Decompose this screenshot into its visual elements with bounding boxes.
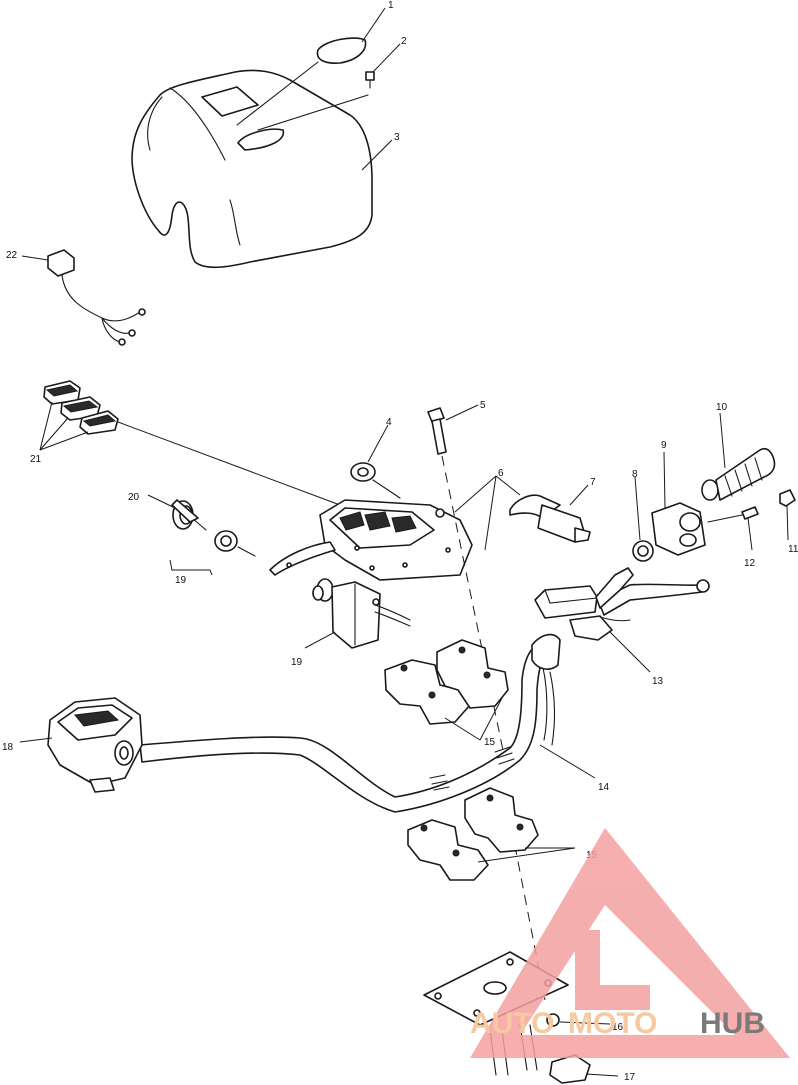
leader-lines xyxy=(19,7,789,1077)
watermark-auto: AUTO xyxy=(470,1007,554,1040)
watermark-moto: MOTO xyxy=(568,1007,657,1040)
set-screw xyxy=(741,506,759,520)
callout-20: 20 xyxy=(128,492,140,503)
callout-21: 21 xyxy=(30,454,42,465)
bolt xyxy=(427,407,447,455)
callout-9: 9 xyxy=(661,440,667,451)
end-cap xyxy=(779,489,796,507)
callout-10: 10 xyxy=(716,402,728,413)
callout-2: 2 xyxy=(401,36,407,47)
screw xyxy=(365,71,375,89)
hood-cover xyxy=(131,69,373,269)
throttle-lever xyxy=(509,494,591,543)
ignition-switch-knob xyxy=(171,499,207,531)
callout-19-lower: 19 xyxy=(291,657,303,668)
callout-17: 17 xyxy=(624,1072,636,1083)
callout-7: 7 xyxy=(590,477,596,488)
watermark-hub: HUB xyxy=(700,1007,765,1040)
grommet xyxy=(632,540,654,562)
wiring-harness xyxy=(47,249,146,346)
decal xyxy=(316,37,367,64)
ignition-switch-nut xyxy=(214,530,238,552)
callout-12: 12 xyxy=(744,558,756,569)
callout-4: 4 xyxy=(386,417,392,428)
callout-22: 22 xyxy=(6,250,18,261)
callout-6: 6 xyxy=(498,468,504,479)
callout-11: 11 xyxy=(788,544,798,555)
ignition-switch xyxy=(312,578,411,649)
switch-caps xyxy=(43,380,119,435)
callout-5: 5 xyxy=(480,400,486,411)
lower-clamps xyxy=(407,787,539,881)
callout-14: 14 xyxy=(598,782,610,793)
watermark-text: AUTO MOTO HUB xyxy=(470,1007,765,1040)
callout-16: 16 xyxy=(612,1022,624,1033)
handle-grip xyxy=(701,447,776,501)
watermark-inner-mark xyxy=(575,930,650,1010)
upper-clamps xyxy=(384,639,509,725)
callout-19-upper: 19 xyxy=(175,575,187,586)
watermark-logo xyxy=(470,828,790,1058)
brake-assembly xyxy=(534,567,710,641)
callout-1: 1 xyxy=(388,0,394,11)
watermark-triangle xyxy=(470,828,790,1058)
nut xyxy=(350,462,376,482)
callout-18: 18 xyxy=(2,742,14,753)
switch-housing xyxy=(651,502,706,556)
switch-panel xyxy=(269,499,473,581)
callout-15-upper: 15 xyxy=(484,737,496,748)
left-control-pod xyxy=(47,697,143,793)
callout-13: 13 xyxy=(652,676,664,687)
callout-3: 3 xyxy=(394,132,400,143)
handlebar xyxy=(139,633,561,813)
callout-8: 8 xyxy=(632,469,638,480)
